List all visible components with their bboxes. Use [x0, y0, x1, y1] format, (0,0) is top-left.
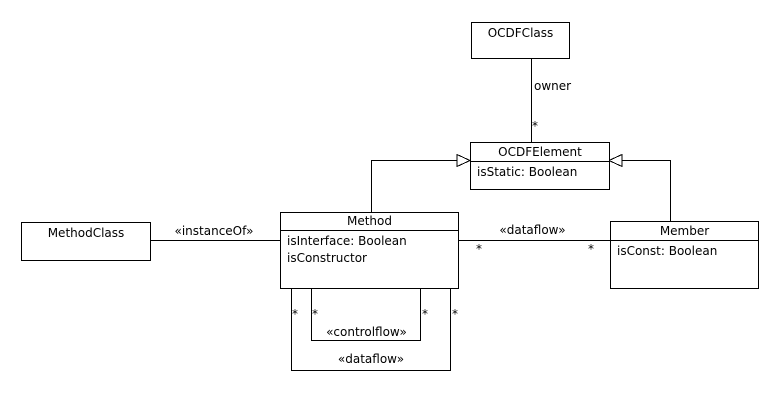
attribute: isStatic: Boolean — [477, 165, 578, 179]
class-ocdfelement[interactable]: OCDFElement isStatic: Boolean — [470, 142, 610, 190]
edge-owner-label: owner — [534, 79, 572, 93]
class-ocdfclass-name: OCDFClass — [487, 26, 554, 40]
class-methodclass-name: MethodClass — [47, 226, 125, 240]
edge-dataflow-self-line — [291, 288, 451, 371]
edge-controlflow-self-right-multiplicity: * — [422, 307, 428, 321]
class-member-attributes: isConst: Boolean — [611, 241, 758, 260]
edge-dataflow-left-multiplicity: * — [476, 242, 482, 256]
class-method-attributes: isInterface: Boolean isConstructor — [281, 231, 458, 267]
class-ocdfclass[interactable]: OCDFClass — [471, 22, 570, 59]
attribute: isConst: Boolean — [617, 244, 718, 258]
class-methodclass[interactable]: MethodClass — [21, 222, 151, 261]
edge-dataflow-self-left-multiplicity: * — [292, 307, 298, 321]
class-ocdfelement-attributes: isStatic: Boolean — [471, 162, 609, 181]
edge-dataflow-right-multiplicity: * — [588, 242, 594, 256]
attribute: isConstructor — [287, 251, 367, 265]
edge-controlflow-self-label: «controlflow» — [316, 325, 417, 340]
class-ocdfelement-name: OCDFElement — [471, 143, 609, 162]
edge-dataflow-self-label: «dataflow» — [321, 352, 421, 367]
class-member[interactable]: Member isConst: Boolean — [610, 221, 759, 289]
edge-dataflow-label: «dataflow» — [499, 223, 566, 237]
class-member-name: Member — [611, 222, 758, 241]
edge-instanceof-label: «instanceOf» — [174, 224, 254, 238]
edge-dataflow-self-right-multiplicity: * — [452, 307, 458, 321]
generalization-triangle-icon — [456, 153, 472, 168]
class-method-name: Method — [281, 213, 458, 231]
class-method[interactable]: Method isInterface: Boolean isConstructo… — [280, 212, 459, 289]
generalization-triangle-icon — [607, 153, 623, 168]
edge-owner-multiplicity: * — [532, 119, 538, 133]
edge-controlflow-self-left-multiplicity: * — [312, 307, 318, 321]
edge-controlflow-self-line — [311, 288, 421, 341]
attribute: isInterface: Boolean — [287, 234, 407, 248]
edge-member-generalization-line — [622, 160, 671, 221]
edge-method-generalization-line — [371, 160, 457, 212]
